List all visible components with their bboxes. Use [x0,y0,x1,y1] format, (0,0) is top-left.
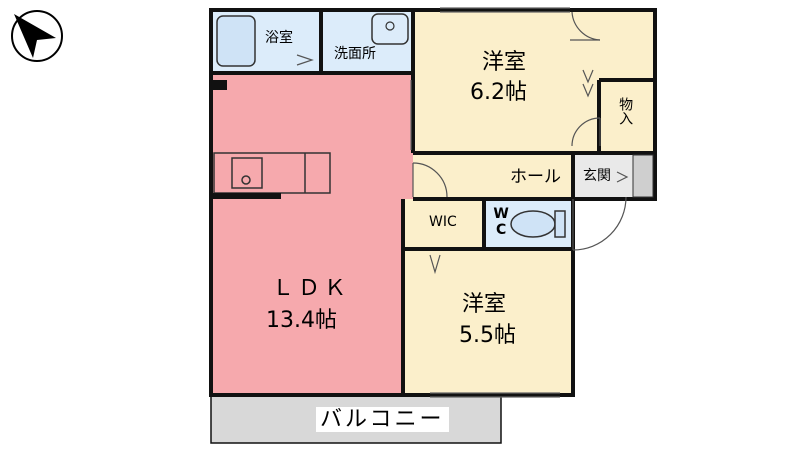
balcony-label: バルコニー [316,407,449,433]
ldk-name: ＬＤＫ [272,276,351,301]
western-room-2 [403,249,573,395]
storage-label: 物入 [617,97,634,125]
bathtub-icon [216,15,256,67]
washroom-label: 洗面所 [334,46,376,62]
western-room-1-name: 洋室 [482,50,527,75]
bathroom-label: 浴室 [265,30,293,46]
western-room-1-size: 6.2帖 [470,80,527,105]
storage-closet [599,80,655,153]
toilet-icon [510,210,566,238]
north-compass-icon [11,10,63,62]
western-room-2-name: 洋室 [462,292,507,317]
wc-label: WC [493,206,510,238]
kitchen-counter [213,152,331,194]
wic-label: WIC [429,214,457,230]
western-room-2-size: 5.5帖 [459,323,516,348]
ldk-area [211,73,413,395]
wash-basin-icon [371,13,409,45]
hall-label: ホール [510,167,561,187]
entrance-label: 玄関 [583,168,611,184]
ldk-size: 13.4帖 [266,308,337,333]
wic-area [403,199,484,249]
